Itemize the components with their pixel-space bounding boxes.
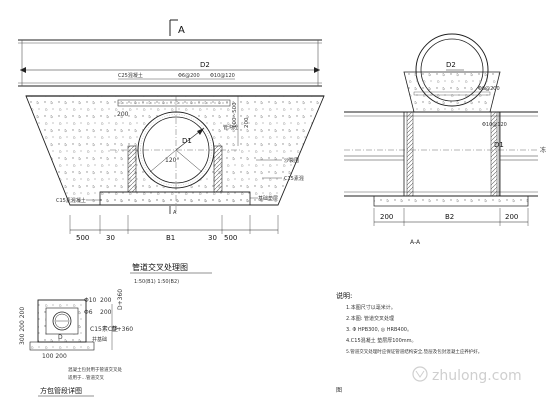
- watermark-text: zhulong.com: [432, 368, 522, 384]
- section-dim-b2: B2: [445, 213, 454, 221]
- main-small-label: 管沟砼: [223, 124, 238, 131]
- main-dim-200: 200: [117, 111, 129, 118]
- main-dim-b1: B1: [166, 234, 175, 242]
- notes-item-1: 1.本图尺寸以毫米计。: [346, 304, 396, 311]
- main-d2-label: D2: [200, 61, 210, 69]
- main-dim-100-500: 100~500: [232, 102, 238, 128]
- detail-note1: 混凝土包封用于管道交叉处: [68, 366, 122, 373]
- notes-block: 说明: 1.本图尺寸以毫米计。 2.本图: 管道交叉处理 3. Φ HPB300…: [336, 291, 482, 355]
- main-right-label3: 基础垫层: [258, 195, 278, 202]
- watermark: zhulong.com: [412, 366, 522, 384]
- main-dim-30-right: 30: [208, 234, 217, 242]
- detail-d360: D+360: [112, 326, 133, 333]
- main-subtitle: 1:50(B1) 1:50(B2): [134, 279, 179, 285]
- section-dim-200-left: 200: [380, 213, 393, 221]
- section-side-mark: 冻: [540, 146, 546, 154]
- main-dim-30-left: 30: [106, 234, 115, 242]
- detail-rebar1: Φ10: [84, 297, 97, 304]
- main-dim-500-right: 500: [224, 234, 237, 242]
- section-a-top-label: A: [178, 25, 185, 36]
- notes-item-4: 4.C15混凝土 垫层厚100mm。: [346, 337, 417, 344]
- detail-d360-v: D+360: [117, 289, 124, 310]
- notes-item-5: 5.管道交叉处理时应保证管道结构安全,垫层及包封混凝土应养护好。: [346, 348, 482, 355]
- detail-base: 井基础: [92, 336, 107, 343]
- detail-c15: C15素C垫: [90, 325, 118, 333]
- main-rebar2-label: Φ10@120: [210, 73, 235, 79]
- main-right-label1: 沙袋围: [284, 157, 299, 164]
- main-c25-label: C25混凝土: [118, 72, 143, 79]
- detail-note2: 适用于…管道交叉: [68, 374, 104, 381]
- section-d2-label: D2: [446, 61, 456, 69]
- main-d1-label: D1: [182, 137, 192, 145]
- detail-d-mark: D: [58, 334, 63, 341]
- main-title: 管道交叉处理图: [132, 262, 188, 272]
- footer-mark: 图: [336, 387, 342, 394]
- section-rebar1-label: Φ6@200: [478, 86, 500, 92]
- detail-rebar2: Φ6: [84, 309, 93, 316]
- main-view: A D2 C25混凝土 Φ6@200 Φ10@120 D1: [18, 19, 325, 285]
- main-120-label: 120°: [165, 157, 179, 164]
- notes-item-3: 3. Φ HPB300, ◎ HRB400。: [346, 327, 412, 333]
- notes-heading: 说明:: [336, 291, 352, 300]
- main-c15-label: C15素混凝土: [56, 197, 86, 204]
- section-label: A-A: [410, 239, 421, 246]
- main-right-label2: C15素混: [284, 175, 304, 182]
- detail-rebar2-val: 200: [100, 309, 112, 316]
- notes-item-2: 2.本图: 管道交叉处理: [346, 315, 394, 322]
- section-rebar2-label: Φ10@120: [482, 122, 507, 128]
- main-dim-500-left: 500: [76, 234, 89, 242]
- main-dim-200-v: 200: [244, 117, 250, 128]
- section-dim-200-right: 200: [505, 213, 518, 221]
- detail-bottom-dims: 100 200: [42, 353, 67, 360]
- detail-left-dims: 300 200 200: [19, 307, 26, 345]
- detail-view: Φ10 200 Φ6 200 C15素C垫 井基础 D 300 200 200 …: [19, 289, 133, 397]
- section-view: D2 D1 冻 Φ6@200 Φ10@120 200 B2: [344, 33, 546, 246]
- main-rebar1-label: Φ6@200: [178, 73, 200, 79]
- section-a-bottom-mark: A: [173, 210, 177, 216]
- detail-title: 方包管段详图: [40, 386, 82, 395]
- detail-rebar1-val: 200: [100, 297, 112, 304]
